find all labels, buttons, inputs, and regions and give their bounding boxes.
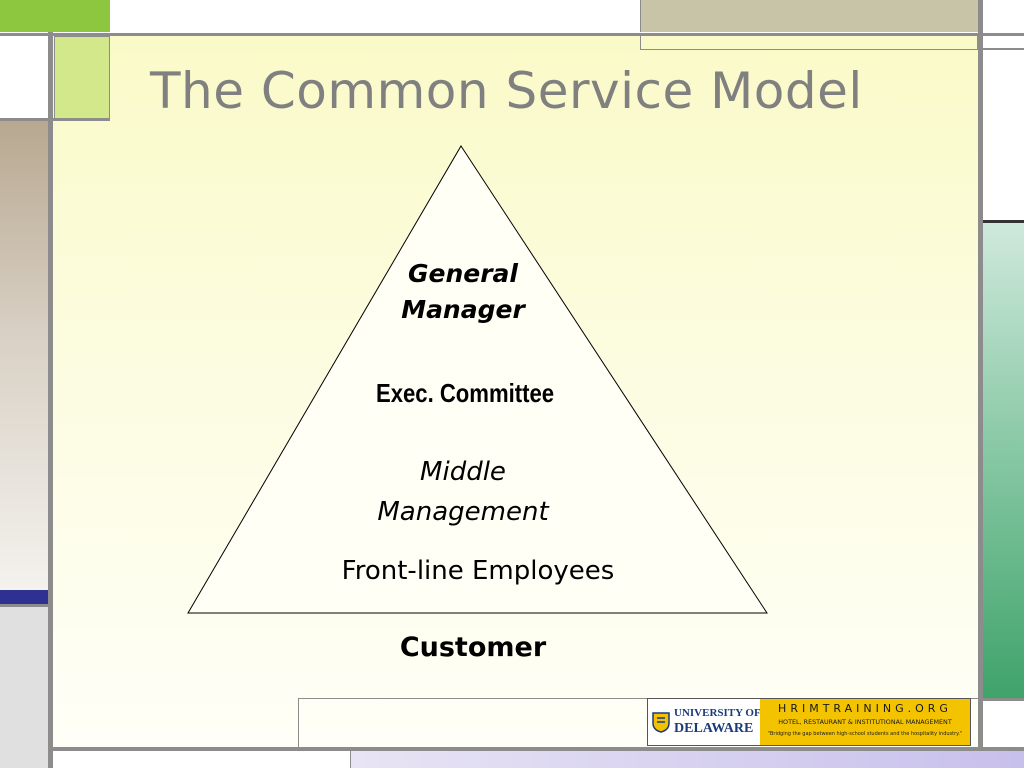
pyramid-level-general-manager: General Manager — [363, 256, 563, 328]
middle-management-line2: Management — [377, 497, 549, 527]
top-right-side-line — [983, 48, 1024, 50]
top-right-box-outline — [640, 33, 978, 50]
hrim-subtitle: HOTEL, RESTAURANT & INSTITUTIONAL MANAGE… — [778, 718, 952, 726]
green-top-left-block — [0, 0, 110, 32]
bottom-gradient-bar — [350, 751, 1024, 768]
hrim-tagline: "Bridging the gap between high-school st… — [767, 731, 963, 737]
frame-left-line — [48, 0, 53, 768]
right-bottom-line — [983, 698, 1024, 701]
green-square-block — [54, 36, 110, 120]
gray-left-block — [0, 604, 48, 768]
pyramid-diagram — [187, 145, 768, 614]
pyramid-triangle — [187, 145, 768, 614]
general-manager-line1: General — [408, 259, 518, 288]
frame-top-line — [0, 33, 1024, 36]
pyramid-level-middle-management: Middle Management — [313, 452, 613, 532]
middle-management-line1: Middle — [420, 457, 506, 487]
frame-right-line — [978, 0, 983, 768]
logo-banner: UNIVERSITY OF DELAWARE HRIMTRAINING.ORG … — [647, 698, 971, 746]
bottom-box-outline — [298, 698, 980, 748]
ud-name-line1: UNIVERSITY OF — [674, 707, 761, 719]
pyramid-base-customer: Customer — [399, 632, 547, 663]
navy-left-bar — [0, 590, 48, 604]
ud-seal-icon — [652, 712, 670, 733]
tan-top-right-block — [640, 0, 978, 32]
ud-logo-block: UNIVERSITY OF DELAWARE — [648, 699, 761, 745]
hrim-site-name: HRIMTRAINING.ORG — [778, 702, 952, 715]
pyramid-level-exec-committee: Exec. Committee — [375, 378, 555, 408]
frame-bottom-line — [52, 747, 1024, 751]
slide-title: The Common Service Model — [150, 62, 863, 120]
general-manager-line2: Manager — [401, 295, 525, 324]
pyramid-level-front-line: Front-line Employees — [341, 556, 615, 586]
tan-left-bar — [0, 121, 48, 591]
teal-right-bar — [983, 220, 1024, 698]
hrim-block: HRIMTRAINING.ORG HOTEL, RESTAURANT & INS… — [760, 699, 970, 745]
frame-sub-line — [0, 118, 110, 121]
ud-name-line2: DELAWARE — [674, 721, 754, 736]
